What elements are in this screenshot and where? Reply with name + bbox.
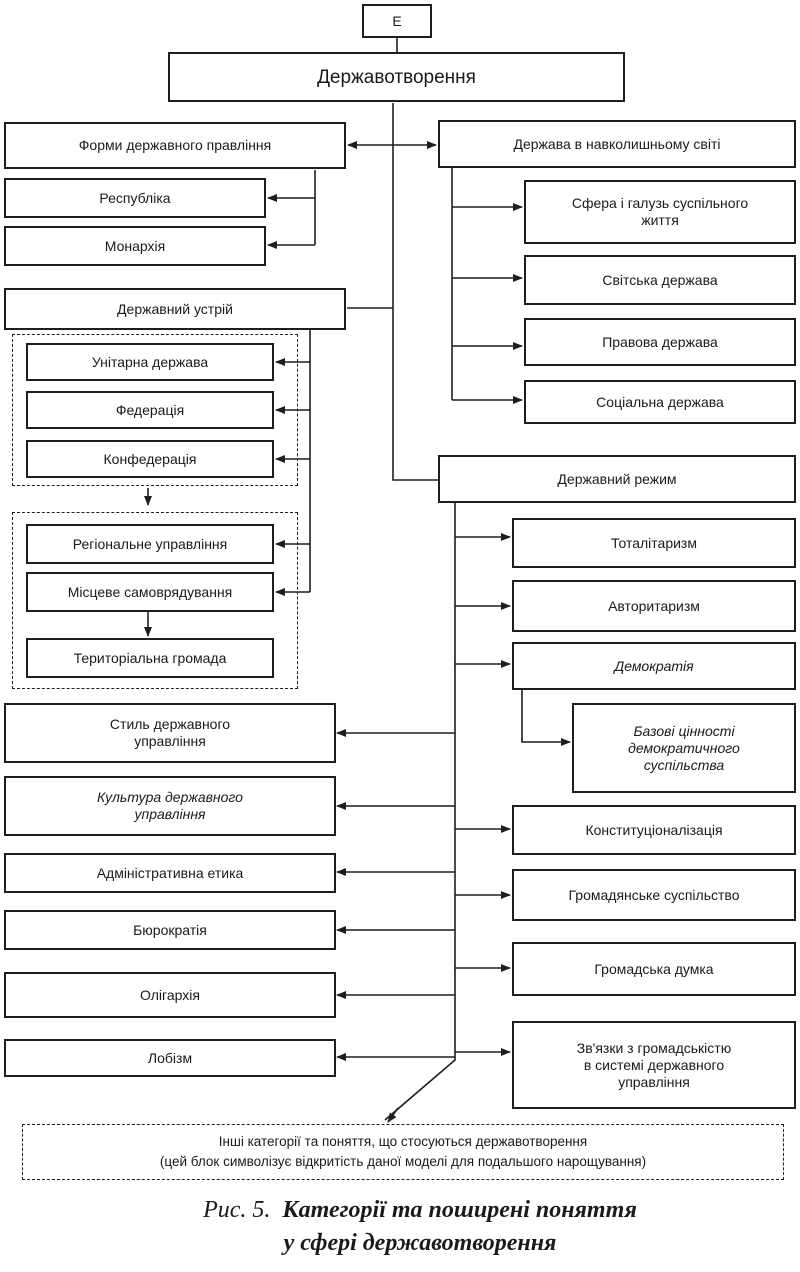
structure-forms-group bbox=[12, 334, 298, 486]
regime-label: Державний режим bbox=[557, 470, 677, 487]
regime-box: Державний режим bbox=[438, 455, 796, 503]
public-opinion-label: Громадська думка bbox=[594, 960, 714, 977]
caption-title-line1: Категорії та поширені поняття bbox=[282, 1197, 637, 1223]
community-box: Територіальна громада bbox=[26, 638, 274, 678]
secular-box: Світська держава bbox=[524, 255, 796, 305]
regional-label: Регіональне управління bbox=[72, 535, 228, 552]
sphere-label: Сфера і галузь суспільного життя bbox=[571, 195, 749, 228]
relations-label: Зв'язки з громадськістю в системі держав… bbox=[576, 1039, 732, 1090]
legal-box: Правова держава bbox=[524, 318, 796, 366]
root-label: Державотворення bbox=[317, 66, 476, 88]
social-box: Соціальна держава bbox=[524, 380, 796, 424]
social-label: Соціальна держава bbox=[596, 393, 724, 410]
secular-label: Світська держава bbox=[602, 271, 718, 288]
unitary-label: Унітарна держава bbox=[91, 353, 209, 370]
lobbyism-box: Лобізм bbox=[4, 1039, 336, 1077]
democracy-label: Демократія bbox=[614, 657, 694, 674]
monarchy-label: Монархія bbox=[104, 237, 166, 254]
civil-society-label: Громадянське суспільство bbox=[568, 886, 740, 903]
authoritarianism-box: Авторитаризм bbox=[512, 580, 796, 632]
other-categories-box: Інші категорії та поняття, що стосуються… bbox=[22, 1124, 784, 1180]
values-box: Базові цінності демократичного суспільст… bbox=[572, 703, 796, 793]
relations-box: Зв'язки з громадськістю в системі держав… bbox=[512, 1021, 796, 1109]
culture-label: Культура державного управління bbox=[97, 789, 243, 822]
confederation-box: Конфедерація bbox=[26, 440, 274, 478]
constitutionalization-box: Конституціоналізація bbox=[512, 805, 796, 855]
totalitarianism-box: Тоталітаризм bbox=[512, 518, 796, 568]
oligarchy-box: Олігархія bbox=[4, 972, 336, 1018]
arrow-to-values bbox=[521, 690, 571, 746]
bureaucracy-box: Бюрократія bbox=[4, 910, 336, 950]
culture-box: Культура державного управління bbox=[4, 776, 336, 836]
monarchy-box: Монархія bbox=[4, 226, 266, 266]
figure-caption-line2: у сфері державотворення bbox=[110, 1228, 730, 1258]
forms-label: Форми державного правління bbox=[78, 137, 272, 153]
community-label: Територіальна громада bbox=[73, 649, 227, 666]
ethics-box: Адміністративна етика bbox=[4, 853, 336, 893]
unitary-box: Унітарна держава bbox=[26, 343, 274, 381]
civil-society-box: Громадянське суспільство bbox=[512, 869, 796, 921]
forms-box: Форми державного правління bbox=[4, 122, 346, 169]
caption-title-line2: у сфері державотворення bbox=[283, 1230, 557, 1256]
republic-label: Республіка bbox=[99, 189, 171, 206]
regional-box: Регіональне управління bbox=[26, 524, 274, 564]
lobbyism-label: Лобізм bbox=[147, 1049, 193, 1066]
public-opinion-box: Громадська думка bbox=[512, 942, 796, 996]
local-box: Місцеве самоврядування bbox=[26, 572, 274, 612]
local-label: Місцеве самоврядування bbox=[67, 583, 233, 600]
federation-label: Федерація bbox=[115, 401, 185, 418]
other-categories-line1: Інші категорії та поняття, що стосуються… bbox=[218, 1134, 588, 1149]
style-box: Стиль державного управління bbox=[4, 703, 336, 763]
oligarchy-label: Олігархія bbox=[140, 986, 200, 1003]
authoritarianism-label: Авторитаризм bbox=[608, 597, 700, 614]
ethics-label: Адміністративна етика bbox=[96, 864, 244, 881]
connector-trunk bbox=[392, 103, 438, 481]
constitutionalization-label: Конституціоналізація bbox=[585, 821, 723, 838]
democracy-box: Демократія bbox=[512, 642, 796, 690]
structure-label: Державний устрій bbox=[117, 300, 233, 317]
republic-box: Республіка bbox=[4, 178, 266, 218]
federation-box: Федерація bbox=[26, 391, 274, 429]
sphere-box: Сфера і галузь суспільного життя bbox=[524, 180, 796, 244]
world-label: Держава в навколишньому світі bbox=[513, 135, 721, 152]
caption-number: Рис. 5. bbox=[203, 1197, 271, 1223]
other-categories-line2: (цей блок символізує відкритість даної м… bbox=[159, 1154, 647, 1169]
figure-caption: Рис. 5. Категорії та поширені поняття bbox=[110, 1195, 730, 1225]
e-box: Е bbox=[362, 4, 432, 38]
e-label: Е bbox=[392, 12, 402, 29]
world-box: Держава в навколишньому світі bbox=[438, 120, 796, 168]
bureaucracy-label: Бюрократія bbox=[133, 921, 207, 938]
totalitarianism-label: Тоталітаризм bbox=[611, 534, 697, 551]
legal-label: Правова держава bbox=[602, 333, 718, 350]
root-box: Державотворення bbox=[168, 52, 625, 102]
arrow-to-other bbox=[387, 1107, 399, 1123]
structure-box: Державний устрій bbox=[4, 288, 346, 330]
confederation-label: Конфедерація bbox=[103, 450, 197, 467]
style-label: Стиль державного управління bbox=[109, 716, 231, 749]
connector-regime-trunk bbox=[384, 502, 456, 1121]
values-label: Базові цінності демократичного суспільст… bbox=[628, 722, 740, 773]
governance-group bbox=[12, 512, 298, 689]
